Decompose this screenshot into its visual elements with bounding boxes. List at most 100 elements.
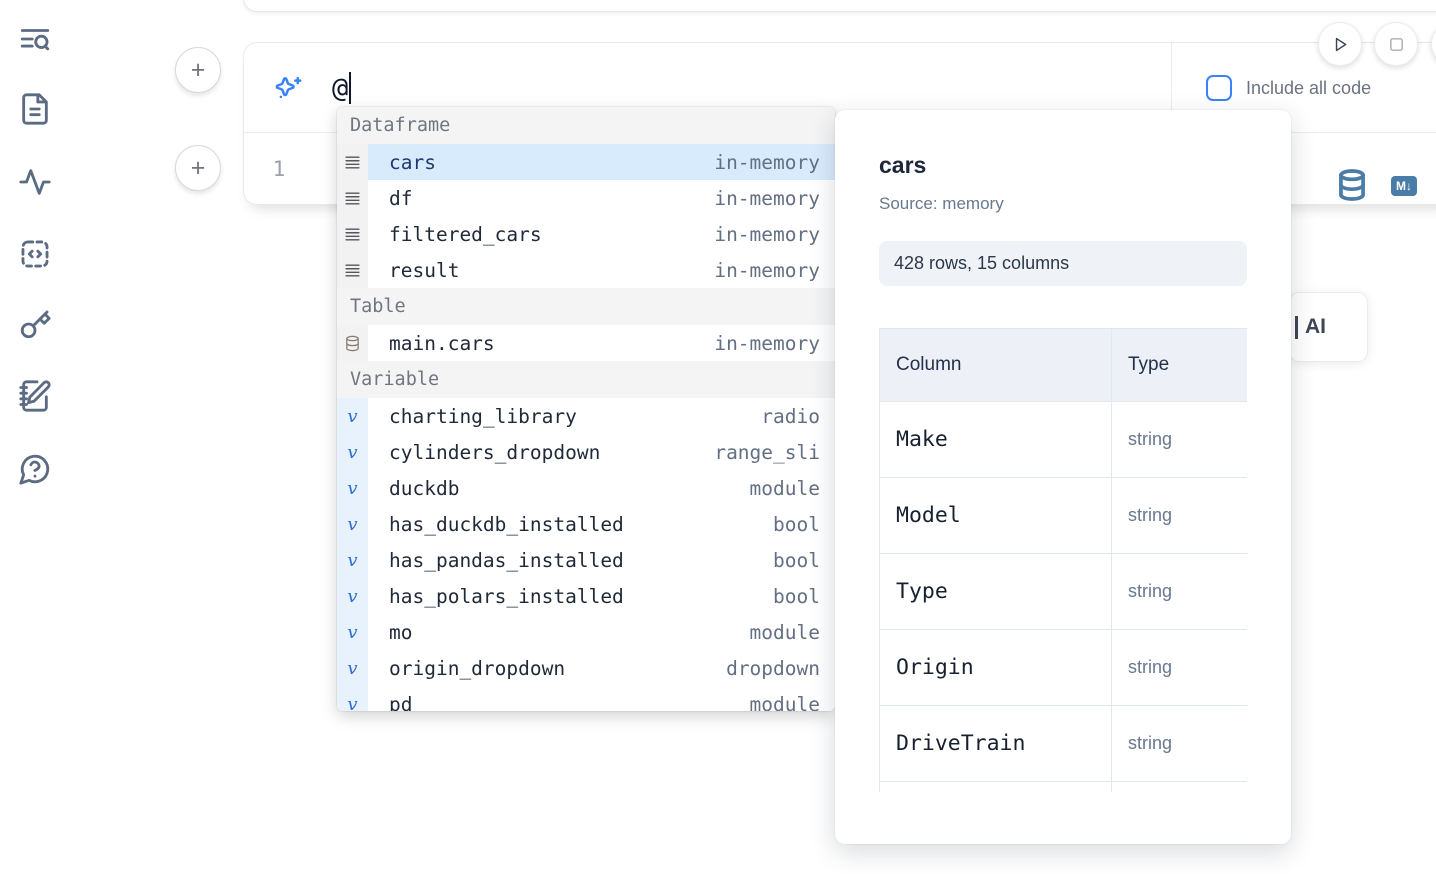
datasource-icon[interactable] xyxy=(1337,169,1367,201)
item-type: in-memory xyxy=(714,331,820,355)
item-type: in-memory xyxy=(714,150,820,174)
item-name: pd xyxy=(389,692,413,712)
stop-button[interactable] xyxy=(1374,22,1418,66)
schema-column-type: string xyxy=(1111,705,1247,782)
item-type: dropdown xyxy=(726,656,820,680)
file-text-icon[interactable] xyxy=(18,92,52,126)
schema-column-type xyxy=(1111,781,1247,792)
autocomplete-section-header: Table xyxy=(337,288,835,325)
item-name: cylinders_dropdown xyxy=(389,440,601,464)
item-name: main.cars xyxy=(389,331,495,355)
item-type: range_sli xyxy=(714,440,820,464)
autocomplete-item-df[interactable]: df in-memory xyxy=(337,180,835,216)
item-type: module xyxy=(749,620,820,644)
line-number: 1 xyxy=(272,156,286,181)
autocomplete-item-has_pandas_installed[interactable]: v has_pandas_installed bool xyxy=(337,542,835,578)
item-name: has_duckdb_installed xyxy=(389,512,624,536)
ai-prompt-input[interactable]: @ xyxy=(332,43,1162,133)
variable-icon: v xyxy=(337,398,368,434)
variable-icon: v xyxy=(337,542,368,578)
item-name: result xyxy=(389,258,460,282)
schema-column-name: Origin xyxy=(879,629,1112,706)
markdown-icon[interactable]: M↓ xyxy=(1391,176,1417,196)
item-name: charting_library xyxy=(389,404,577,428)
autocomplete-section-header: Variable xyxy=(337,361,835,398)
variable-icon: v xyxy=(337,434,368,470)
item-name: has_polars_installed xyxy=(389,584,624,608)
code-snippet-icon[interactable] xyxy=(18,237,52,271)
dataframe-preview-panel: cars Source: memory 428 rows, 15 columns… xyxy=(835,110,1291,844)
rows-icon xyxy=(337,216,368,252)
database-icon xyxy=(337,325,368,361)
shape-badge: 428 rows, 15 columns xyxy=(879,241,1247,286)
rows-icon xyxy=(337,180,368,216)
prompt-divider xyxy=(1171,43,1172,133)
autocomplete-item-has_polars_installed[interactable]: v has_polars_installed bool xyxy=(337,578,835,614)
schema-header-column: Column xyxy=(879,328,1112,402)
activity-icon[interactable] xyxy=(18,165,52,199)
variable-icon: v xyxy=(337,578,368,614)
schema-header-type: Type xyxy=(1111,328,1247,402)
item-type: bool xyxy=(773,584,820,608)
include-all-code-checkbox[interactable] xyxy=(1206,75,1232,101)
autocomplete-item-charting_library[interactable]: v charting_library radio xyxy=(337,398,835,434)
prompt-value: @ xyxy=(332,72,349,104)
preview-title: cars xyxy=(879,152,927,178)
item-type: bool xyxy=(773,512,820,536)
schema-column-name: Type xyxy=(879,553,1112,630)
ai-label: AI xyxy=(1305,315,1326,338)
variable-icon: v xyxy=(337,686,368,711)
clipped-letter xyxy=(1295,316,1298,339)
code-editor-row[interactable]: 1 M↓ xyxy=(244,133,1436,204)
sparkles-icon xyxy=(274,75,304,105)
schema-column-type: string xyxy=(1111,401,1247,478)
previous-cell-bottom xyxy=(243,0,1436,12)
item-name: df xyxy=(389,186,413,210)
item-type: radio xyxy=(761,404,820,428)
key-icon[interactable] xyxy=(18,307,52,341)
item-type: module xyxy=(749,476,820,500)
add-cell-below-button[interactable]: + xyxy=(175,145,221,191)
autocomplete-item-main.cars[interactable]: main.cars in-memory xyxy=(337,325,835,361)
schema-column-name xyxy=(879,781,1112,792)
item-type: in-memory xyxy=(714,186,820,210)
item-type: in-memory xyxy=(714,258,820,282)
autocomplete-item-pd[interactable]: v pd module xyxy=(337,686,835,711)
item-name: origin_dropdown xyxy=(389,656,566,680)
autocomplete-item-origin_dropdown[interactable]: v origin_dropdown dropdown xyxy=(337,650,835,686)
item-type: in-memory xyxy=(714,222,820,246)
help-chat-icon[interactable] xyxy=(18,452,52,486)
autocomplete-item-cylinders_dropdown[interactable]: v cylinders_dropdown range_sli xyxy=(337,434,835,470)
run-cell-button[interactable] xyxy=(1318,22,1362,66)
item-type: bool xyxy=(773,548,820,572)
add-cell-above-button[interactable]: + xyxy=(175,47,221,93)
autocomplete-section-header: Dataframe xyxy=(337,107,835,144)
notebook-pen-icon[interactable] xyxy=(18,379,52,413)
item-type: module xyxy=(749,692,820,712)
schema-column-type: string xyxy=(1111,477,1247,554)
item-name: mo xyxy=(389,620,413,644)
variable-icon: v xyxy=(337,650,368,686)
autocomplete-item-result[interactable]: result in-memory xyxy=(337,252,835,288)
rows-icon xyxy=(337,144,368,180)
ai-button-card[interactable]: AI xyxy=(1289,292,1368,362)
list-search-icon[interactable] xyxy=(18,22,52,56)
schema-column-type: string xyxy=(1111,629,1247,706)
preview-source: Source: memory xyxy=(879,194,1004,213)
item-name: has_pandas_installed xyxy=(389,548,624,572)
schema-column-type: string xyxy=(1111,553,1247,630)
variable-icon: v xyxy=(337,614,368,650)
